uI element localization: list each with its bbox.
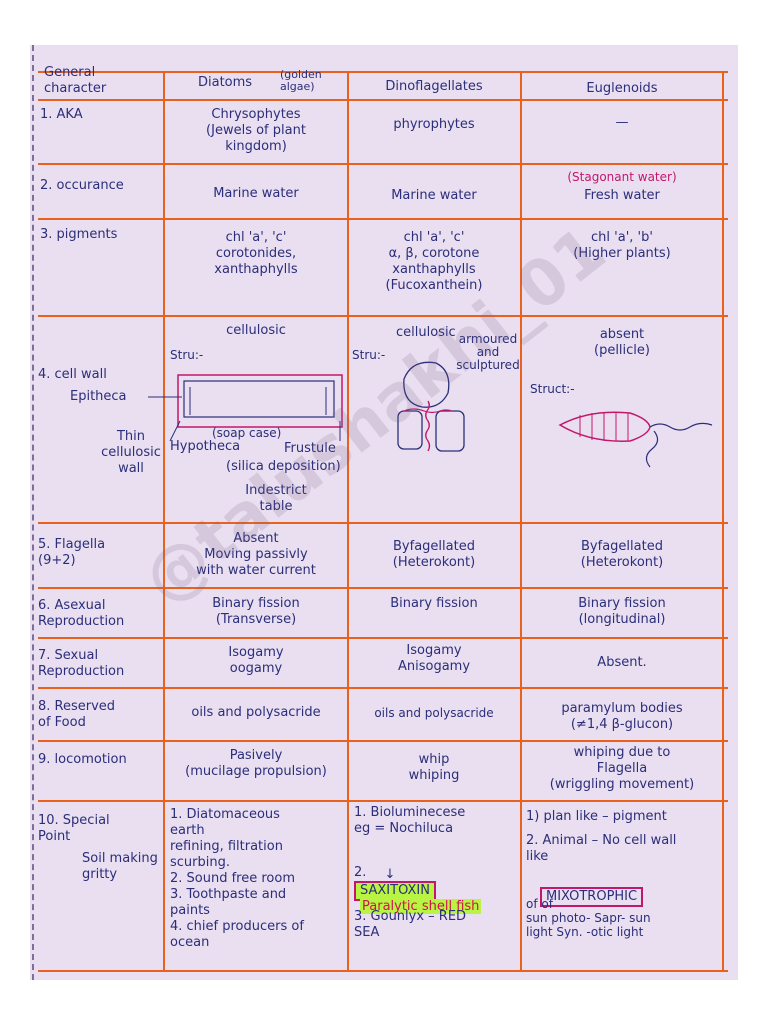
margin-line bbox=[32, 45, 34, 980]
grid-line bbox=[38, 970, 728, 972]
dino-structure-label: Stru:- bbox=[352, 348, 386, 362]
cell-diatoms: Chrysophytes (Jewels of plant kingdom) bbox=[206, 107, 306, 154]
row-label: 3. pigments bbox=[40, 227, 118, 242]
cell-diatoms: Absent Moving passivly with water curren… bbox=[196, 531, 316, 578]
cell-diatoms: Binary fission (Transverse) bbox=[212, 596, 300, 627]
grid-line bbox=[38, 637, 728, 639]
dinoflagellate-sketch bbox=[397, 361, 465, 452]
mixotrophic-badge: MIXOTROPHIC bbox=[540, 887, 644, 907]
cell-dino: phyrophytes bbox=[393, 117, 475, 132]
cell-dino-point2: 2. SAXITOXIN bbox=[354, 849, 518, 901]
grid-line bbox=[38, 99, 728, 101]
row-label: 1. AKA bbox=[40, 107, 83, 122]
eugl-structure-label: Struct:- bbox=[530, 382, 575, 396]
grid-line bbox=[38, 315, 728, 317]
cell-diatoms: oils and polysacride bbox=[191, 705, 321, 720]
row-label: 5. Flagella (9+2) bbox=[38, 537, 106, 568]
cell-dino-point3: 3. Gounlyx – RED SEA bbox=[354, 909, 467, 940]
grid-line bbox=[38, 587, 728, 589]
grid-line bbox=[38, 71, 728, 73]
row-label: 7. Sexual Reproduction bbox=[38, 648, 125, 679]
cell-dino-point1: 1. Bioluminecese eg = Nochiluca bbox=[354, 805, 466, 836]
grid-line bbox=[38, 522, 728, 524]
cell-eugl-point1: 1) plan like – pigment bbox=[526, 809, 667, 824]
cell-eugl: chl 'a', 'b' (Higher plants) bbox=[573, 230, 671, 261]
cell-dino-point2b: Paralytic shell fish bbox=[360, 883, 520, 915]
row-label: 2. occurance bbox=[40, 178, 124, 193]
cell-diatoms: 1. Diatomaceous earth refining, filtrati… bbox=[170, 807, 304, 950]
grid-line bbox=[38, 740, 728, 742]
header-diatoms-note: (golden algae) bbox=[280, 68, 322, 93]
cell-eugl: whiping due to Flagella (wriggling movem… bbox=[549, 745, 695, 792]
armoured-label: armoured and sculptured bbox=[456, 332, 520, 372]
hypotheca-label: Hypotheca bbox=[170, 439, 241, 454]
diatom-frustule-sketch bbox=[148, 374, 343, 442]
cell-eugl: Fresh water bbox=[584, 188, 660, 203]
silica-label: (silica deposition) bbox=[226, 459, 341, 474]
grid-line bbox=[520, 71, 522, 971]
euglena-sketch bbox=[558, 411, 713, 468]
cell-diatoms: Pasively (mucilage propulsion) bbox=[185, 748, 327, 779]
indestructible-label: Indestrict table bbox=[245, 483, 307, 514]
row-label-note: Soil making gritty bbox=[82, 851, 158, 882]
cell-diatoms: chl 'a', 'c' corotonides, xanthaphylls bbox=[214, 230, 298, 277]
thin-wall-label: Thin cellulosic wall bbox=[101, 429, 161, 476]
header-diatoms: Diatoms bbox=[198, 75, 253, 90]
cell-dino: cellulosic bbox=[396, 325, 456, 340]
cell-eugl: Byfagellated (Heterokont) bbox=[580, 539, 664, 570]
cell-eugl-box-wrap: MIXOTROPHIC bbox=[540, 871, 710, 907]
row-label: 8. Reserved of Food bbox=[38, 699, 116, 730]
cell-diatoms: cellulosic bbox=[226, 323, 286, 338]
cell-diatoms: Marine water bbox=[213, 186, 299, 201]
grid-line bbox=[722, 71, 724, 971]
notebook-page: General character Diatoms (golden algae)… bbox=[30, 45, 738, 980]
cell-eugl: — bbox=[615, 115, 629, 130]
cell-eugl-point2: 2. Animal – No cell wall like bbox=[526, 833, 677, 864]
cell-dino: Byfagellated (Heterokont) bbox=[392, 539, 476, 570]
cell-dino: whip whiping bbox=[408, 752, 460, 783]
row-label: 9. locomotion bbox=[38, 752, 127, 767]
cell-diatoms: Isogamy oogamy bbox=[228, 645, 284, 676]
dino-point2-number: 2. bbox=[354, 865, 367, 880]
grid-line bbox=[38, 163, 728, 165]
cell-eugl-point3: of of sun photo- Sapr- sun light Syn. -o… bbox=[526, 897, 651, 939]
cell-eugl: Absent. bbox=[597, 655, 647, 670]
cell-eugl: Binary fission (longitudinal) bbox=[578, 596, 666, 627]
grid-line bbox=[38, 687, 728, 689]
header-dinoflagellates: Dinoflagellates bbox=[385, 79, 483, 94]
grid-line bbox=[163, 71, 165, 971]
row-label: 6. Asexual Reproduction bbox=[38, 598, 125, 629]
header-euglenoids: Euglenoids bbox=[586, 81, 658, 96]
row-label: 4. cell wall bbox=[38, 367, 107, 382]
epitheca-label: Epitheca bbox=[70, 389, 127, 404]
cell-eugl: absent (pellicle) bbox=[594, 327, 650, 358]
header-general: General character bbox=[44, 65, 107, 96]
grid-line bbox=[347, 71, 349, 971]
cell-dino: Isogamy Anisogamy bbox=[397, 643, 471, 674]
cell-dino: Marine water bbox=[391, 188, 477, 203]
paralytic-shellfish-highlight: Paralytic shell fish bbox=[360, 899, 482, 914]
cell-dino: Binary fission bbox=[390, 596, 478, 611]
dino-arrow: ↓ bbox=[384, 867, 396, 882]
cell-dino: chl 'a', 'c' α, β, corotone xanthaphylls… bbox=[385, 230, 483, 293]
frustule-label: Frustule bbox=[284, 441, 336, 456]
cell-eugl: paramylum bodies (≠1,4 β-glucon) bbox=[561, 701, 683, 732]
soap-case-label: (soap case) bbox=[212, 426, 282, 440]
saxitoxin-badge: SAXITOXIN bbox=[354, 881, 436, 901]
diatoms-structure-label: Stru:- bbox=[170, 348, 204, 362]
grid-line bbox=[38, 218, 728, 220]
cell-dino: oils and polysacride bbox=[374, 706, 494, 720]
grid-line bbox=[38, 800, 728, 802]
row-label: 10. Special Point bbox=[38, 813, 110, 844]
cell-eugl-note: (Stagonant water) bbox=[567, 170, 677, 184]
